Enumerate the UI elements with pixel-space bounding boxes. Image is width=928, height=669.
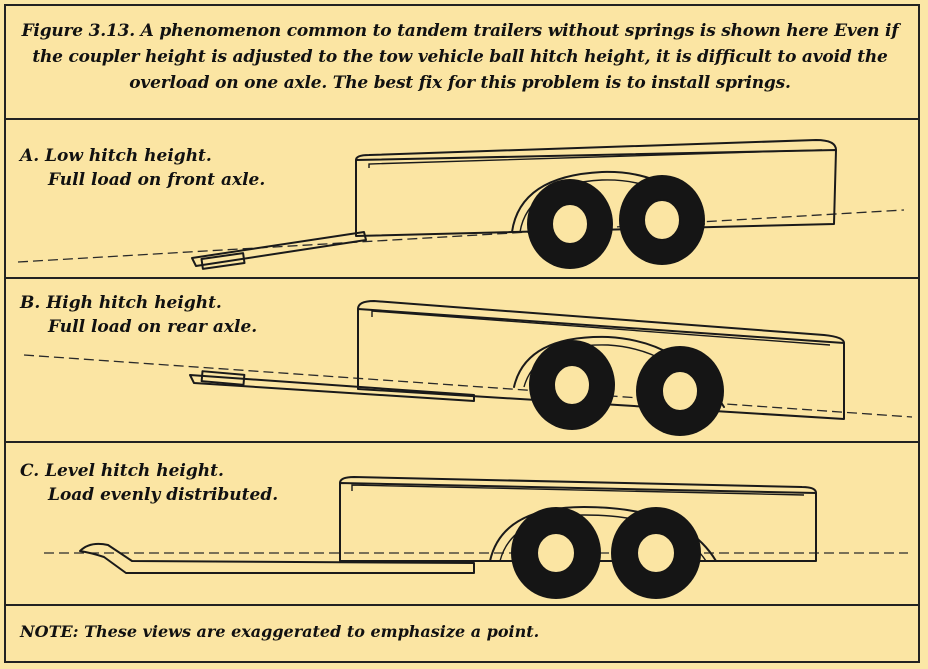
divider-ab (4, 277, 920, 279)
panel-c-wheel-rear (611, 507, 701, 599)
divider-bc (4, 441, 920, 443)
divider-note (4, 604, 920, 606)
panel-b-subtitle: Full load on rear axle. (48, 317, 258, 337)
caption-line-1: Figure 3.13. A phenomenon common to tand… (21, 21, 899, 41)
panel-c-wheel-front (511, 507, 601, 599)
panel-b-wheel-rear (636, 346, 724, 436)
panel-a-label: A. Low hitch height. Full load on front … (20, 144, 265, 192)
panel-a-title: A. Low hitch height. (20, 146, 212, 166)
caption-line-3: overload on one axle. The best fix for t… (129, 73, 791, 93)
panel-b-title: B. High hitch height. (20, 293, 222, 313)
panel-b-ground-line (23, 354, 913, 418)
panel-a-wheel-rear (619, 175, 705, 265)
panel-a-trailer-body (355, 139, 837, 237)
panel-a-tongue (191, 231, 367, 270)
panel-a-diagram (17, 139, 905, 270)
panel-c-label: C. Level hitch height. Load evenly distr… (20, 459, 278, 507)
panel-b-label: B. High hitch height. Full load on rear … (20, 291, 257, 339)
divider-top (4, 118, 920, 120)
panel-b-tongue (189, 370, 475, 402)
note-text: NOTE: These views are exaggerated to emp… (20, 622, 540, 641)
panel-a-subtitle: Full load on front axle. (48, 170, 266, 190)
panel-a-ground-line (17, 209, 905, 263)
panel-b-trailer-body (357, 300, 845, 420)
panel-c-tongue (79, 542, 475, 574)
panel-b-diagram (23, 300, 913, 436)
caption-line-2: the coupler height is adjusted to the to… (32, 47, 888, 67)
panel-c-title: C. Level hitch height. (20, 461, 224, 481)
panel-c-diagram (44, 476, 908, 599)
panel-b-wheel-front (529, 340, 615, 430)
figure-caption: Figure 3.13. A phenomenon common to tand… (20, 18, 900, 96)
panel-a-wheel-front (527, 179, 613, 269)
panel-c-trailer-body (339, 476, 817, 562)
panel-c-subtitle: Load evenly distributed. (48, 485, 279, 505)
